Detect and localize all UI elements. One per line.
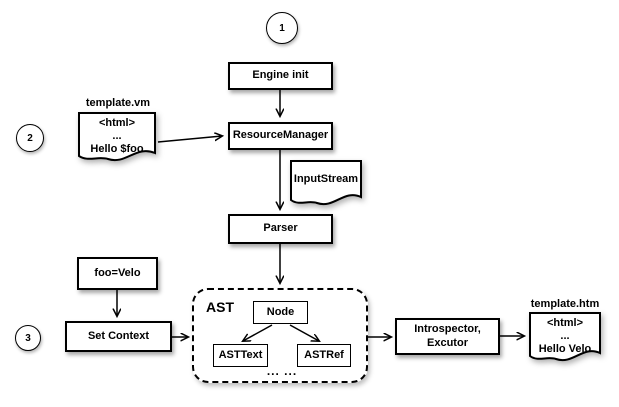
engine-init-box: Engine init <box>228 62 333 90</box>
step-circle-1: 1 <box>266 12 298 44</box>
template-htm-title: template.htm <box>530 298 600 310</box>
foo-velo-box: foo=Velo <box>77 257 158 290</box>
foo-velo-label: foo=Velo <box>94 266 141 279</box>
template-htm-line-2: ... <box>560 330 570 343</box>
step-circle-2: 2 <box>16 124 44 152</box>
resource-manager-box: ResourceManager <box>228 122 333 150</box>
template-vm-line-3: Hello $foo <box>90 143 144 156</box>
ast-ref-label: ASTRef <box>304 348 344 361</box>
step-circle-1-label: 1 <box>279 22 285 34</box>
introspector-label-line2: Excutor <box>427 336 468 349</box>
input-stream-label: InputStream <box>293 173 359 185</box>
ast-ref-box: ASTRef <box>297 344 351 367</box>
template-htm-line-1: <html> <box>546 317 584 329</box>
step-circle-3-label: 3 <box>25 332 31 344</box>
arrow-templatevm-to-resourcemanager <box>157 136 222 143</box>
template-vm-line-2: ... <box>112 130 122 143</box>
template-vm-title: template.vm <box>85 97 151 109</box>
introspector-box: Introspector, Excutor <box>395 318 500 355</box>
template-vm-document: <html> ... Hello $foo <box>78 112 156 166</box>
engine-init-label: Engine init <box>252 69 309 82</box>
introspector-label-line1: Introspector, <box>414 323 481 336</box>
document-shape <box>529 312 601 362</box>
document-shape <box>290 160 362 206</box>
template-vm-line-1: <html> <box>98 117 136 129</box>
ast-container-label: AST <box>206 299 234 315</box>
document-shape <box>78 112 156 162</box>
ast-text-box: ASTText <box>213 344 268 367</box>
set-context-label: Set Context <box>87 329 150 342</box>
ast-text-label: ASTText <box>218 348 263 361</box>
ast-node-box: Node <box>253 301 308 324</box>
ast-node-label: Node <box>266 305 295 318</box>
parser-box: Parser <box>228 214 333 244</box>
ast-ellipsis: ... ... <box>266 364 298 378</box>
step-circle-2-label: 2 <box>27 132 33 144</box>
step-circle-3: 3 <box>15 325 41 351</box>
parser-label: Parser <box>263 222 298 235</box>
template-htm-line-3: Hello Velo <box>538 343 592 356</box>
input-stream-document: InputStream <box>290 160 362 210</box>
set-context-box: Set Context <box>65 321 172 352</box>
resource-manager-label: ResourceManager <box>232 129 329 142</box>
template-htm-document: <html> ... Hello Velo <box>529 312 601 366</box>
